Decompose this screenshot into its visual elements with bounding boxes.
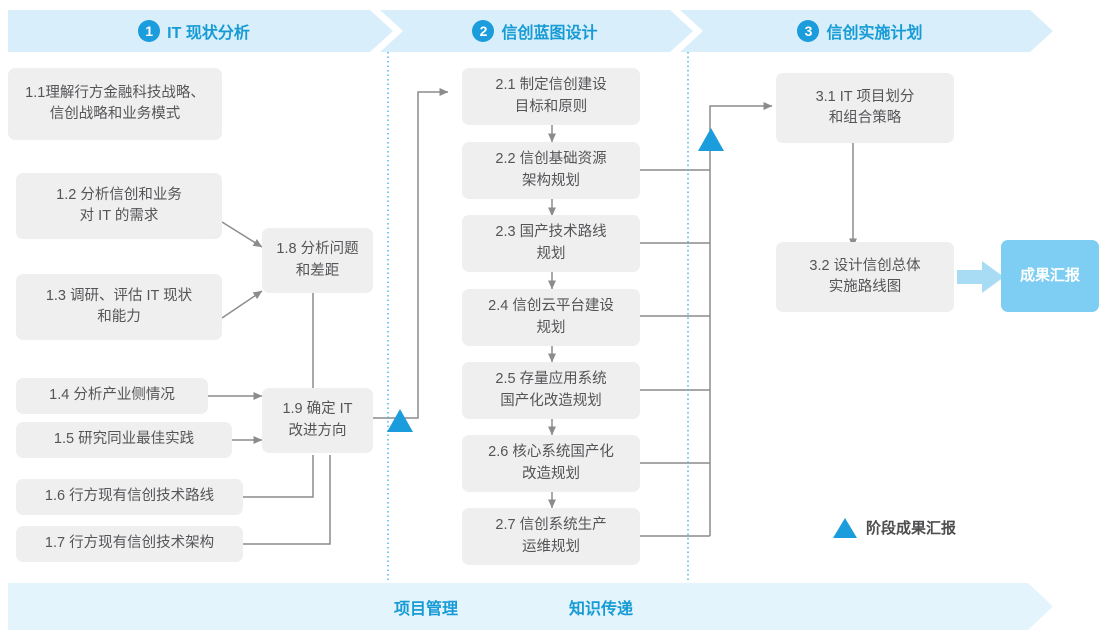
box-3-1-line2: 和组合策略 xyxy=(828,110,902,126)
box-2-7-line2: 运维规划 xyxy=(522,538,580,555)
box-1-9-line1: 1.9 确定 IT xyxy=(282,401,353,418)
box-1-2-line1: 1.2 分析信创和业务 xyxy=(56,186,182,203)
box-2-5[interactable]: 2.5 存量应用系统国产化改造规划 xyxy=(462,362,640,419)
box-2-1[interactable]: 2.1 制定信创建设目标和原则 xyxy=(462,68,640,125)
triangle-up-icon xyxy=(833,517,857,538)
box-2-2-line1: 2.2 信创基础资源 xyxy=(495,151,607,168)
box-2-6[interactable]: 2.6 核心系统国产化改造规划 xyxy=(462,435,640,492)
box-2-7-line1: 2.7 信创系统生产 xyxy=(495,517,607,534)
box-2-3[interactable]: 2.3 国产技术路线规划 xyxy=(462,215,640,272)
box-1-7[interactable]: 1.7 行方现有信创技术架构 xyxy=(16,526,243,562)
box-1-3-line2: 和能力 xyxy=(97,309,141,325)
box-2-6-line1: 2.6 核心系统国产化 xyxy=(488,444,614,461)
box-2-3-line1: 2.3 国产技术路线 xyxy=(495,224,607,241)
bottom-bar: 项目管理 知识传递 xyxy=(8,583,1053,630)
phase-1-label: IT 现状分析 xyxy=(167,25,250,42)
box-2-7[interactable]: 2.7 信创系统生产运维规划 xyxy=(462,508,640,565)
box-1-4-line1: 1.4 分析产业侧情况 xyxy=(49,387,175,404)
box-3-2-line2: 实施路线图 xyxy=(828,279,902,295)
phase-2-label: 信创蓝图设计 xyxy=(501,25,598,42)
box-1-6-line1: 1.6 行方现有信创技术路线 xyxy=(44,488,215,505)
box-3-1-line1: 3.1 IT 项目划分 xyxy=(815,88,915,105)
box-2-4-line2: 规划 xyxy=(536,319,566,336)
box-2-4[interactable]: 2.4 信创云平台建设规划 xyxy=(462,289,640,346)
box-3-2[interactable]: 3.2 设计信创总体实施路线图 xyxy=(776,242,954,312)
box-2-5-line2: 国产化改造规划 xyxy=(500,392,602,409)
box-2-2-line2: 架构规划 xyxy=(522,172,580,189)
legend-label: 阶段成果汇报 xyxy=(866,520,957,537)
phase-3-label: 信创实施计划 xyxy=(826,25,923,42)
box-1-2-line2: 对 IT 的需求 xyxy=(79,208,159,224)
box-1-5-line1: 1.5 研究同业最佳实践 xyxy=(53,431,195,448)
phase-1[interactable]: 1 IT 现状分析 xyxy=(8,10,380,52)
phase-2[interactable]: 2 信创蓝图设计 xyxy=(390,10,680,52)
box-2-6-line2: 改造规划 xyxy=(522,465,580,482)
result-badge[interactable]: 成果汇报 xyxy=(1001,240,1099,312)
box-1-5[interactable]: 1.5 研究同业最佳实践 xyxy=(16,422,232,458)
box-1-6[interactable]: 1.6 行方现有信创技术路线 xyxy=(16,479,243,515)
result-badge-line1: 成果 xyxy=(1019,266,1050,284)
box-1-3-line1: 1.3 调研、评估 IT 现状 xyxy=(45,287,193,304)
milestone-triangle-icon-2 xyxy=(698,128,724,151)
box-2-1-line2: 目标和原则 xyxy=(514,98,588,115)
box-1-4[interactable]: 1.4 分析产业侧情况 xyxy=(16,378,208,414)
box-1-8-line2: 和差距 xyxy=(295,262,340,279)
result-badge-line2: 汇报 xyxy=(1050,266,1081,284)
phase-3-number: 3 xyxy=(797,20,820,42)
box-2-5-line1: 2.5 存量应用系统 xyxy=(495,371,607,388)
bottom-label-project-management[interactable]: 项目管理 xyxy=(394,600,459,618)
legend: 阶段成果汇报 xyxy=(833,517,956,538)
box-2-1-line1: 2.1 制定信创建设 xyxy=(495,77,607,94)
box-3-2-line1: 3.2 设计信创总体 xyxy=(809,257,921,274)
phase-header-bar: 1 IT 现状分析 2 信创蓝图设计 3 信创实施计划 xyxy=(8,10,1053,52)
box-1-3[interactable]: 1.3 调研、评估 IT 现状和能力 xyxy=(16,274,222,340)
box-2-2[interactable]: 2.2 信创基础资源架构规划 xyxy=(462,142,640,199)
box-2-4-line1: 2.4 信创云平台建设 xyxy=(488,298,614,315)
box-3-1[interactable]: 3.1 IT 项目划分和组合策略 xyxy=(776,73,954,143)
box-1-8-line1: 1.8 分析问题 xyxy=(276,241,359,258)
box-1-2[interactable]: 1.2 分析信创和业务对 IT 的需求 xyxy=(16,173,222,239)
box-1-1[interactable]: 1.1理解行方金融科技战略、信创战略和业务模式 xyxy=(8,68,222,140)
box-1-1-line1: 1.1理解行方金融科技战略、 xyxy=(25,84,205,101)
box-1-7-line1: 1.7 行方现有信创技术架构 xyxy=(44,535,215,552)
milestone-triangle-icon-1 xyxy=(387,409,413,432)
box-2-3-line2: 规划 xyxy=(536,245,566,262)
box-1-9-line2: 改进方向 xyxy=(288,422,347,439)
phase-1-number: 1 xyxy=(138,20,161,42)
phase-3[interactable]: 3 信创实施计划 xyxy=(690,10,1030,52)
phase-bar-shape xyxy=(8,10,1053,52)
bottom-bar-shape xyxy=(8,583,1053,630)
phase-2-number: 2 xyxy=(472,20,495,42)
box-1-1-line2: 信创战略和业务模式 xyxy=(49,106,181,122)
bottom-label-knowledge-transfer[interactable]: 知识传递 xyxy=(569,600,634,618)
box-1-8[interactable]: 1.8 分析问题和差距 xyxy=(262,228,373,293)
box-1-9[interactable]: 1.9 确定 IT 改进方向 xyxy=(262,388,373,453)
